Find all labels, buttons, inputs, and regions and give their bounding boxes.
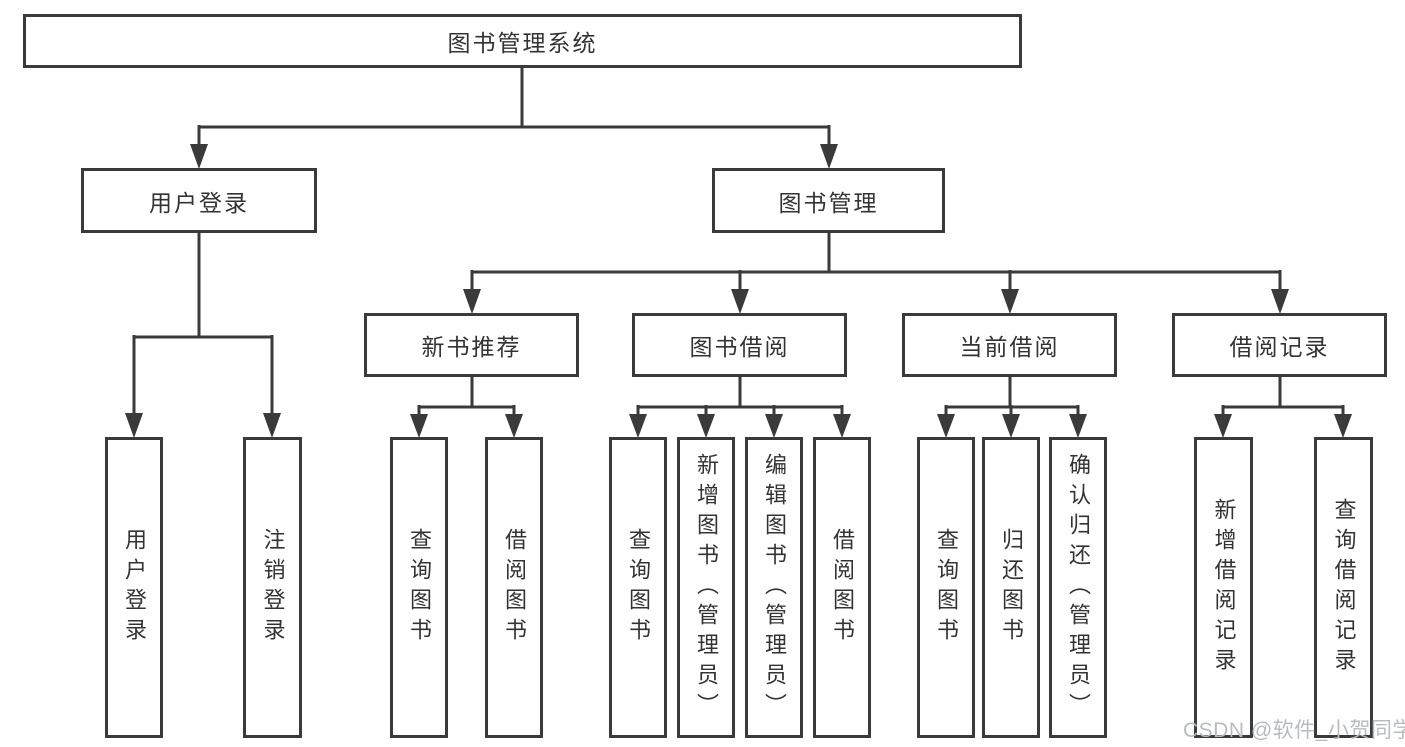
arrowhead-icon (731, 289, 749, 314)
leaf-confirm-return-admin: 确认归还（管理员） (1049, 437, 1107, 738)
leaf-return-book-label: 归还图书 (999, 527, 1024, 648)
node-new-book-recommend-label: 新书推荐 (421, 334, 522, 360)
arrowhead-icon (937, 414, 955, 438)
arrowhead-icon (263, 413, 281, 438)
leaf-edit-book-admin-label: 编辑图书（管理员） (762, 452, 787, 723)
arrowhead-icon (1001, 289, 1019, 314)
edge-new-book (417, 377, 516, 416)
leaf-user-login-label: 用户登录 (122, 527, 147, 648)
leaf-query-borrow-record: 查询借阅记录 (1314, 437, 1373, 738)
node-current-borrow: 当前借阅 (902, 313, 1117, 377)
leaf-borrow-books-2-label: 借阅图书 (830, 527, 855, 648)
edge-book-mgmt (470, 233, 1282, 291)
leaf-confirm-return-admin-label: 确认归还（管理员） (1066, 452, 1091, 723)
node-book-management-label: 图书管理 (778, 189, 879, 216)
leaf-logout: 注销登录 (243, 437, 302, 738)
leaf-user-login: 用户登录 (105, 437, 163, 738)
node-book-management: 图书管理 (712, 168, 945, 233)
arrowhead-icon (190, 144, 208, 169)
arrowhead-icon (629, 414, 647, 438)
leaf-add-book-admin: 新增图书（管理员） (677, 437, 735, 738)
leaf-add-book-admin-label: 新增图书（管理员） (694, 452, 719, 723)
edge-book-borrow (636, 377, 844, 416)
arrowhead-icon (1271, 289, 1289, 314)
leaf-query-books-2-label: 查询图书 (626, 527, 651, 648)
arrowhead-icon (1214, 414, 1232, 438)
node-new-book-recommend: 新书推荐 (364, 313, 579, 377)
node-root-label: 图书管理系统 (447, 30, 598, 56)
leaf-borrow-books-1-label: 借阅图书 (502, 527, 527, 648)
arrowhead-icon (463, 289, 481, 314)
leaf-add-borrow-record: 新增借阅记录 (1194, 437, 1253, 738)
leaf-query-books-1: 查询图书 (390, 437, 448, 738)
node-user-login-label: 用户登录 (149, 189, 249, 216)
arrowhead-icon (697, 414, 715, 438)
edge-current-borrow (944, 377, 1080, 416)
watermark: CSDN @软件_小贺同学 (1183, 719, 1405, 742)
leaf-borrow-books-2: 借阅图书 (813, 437, 871, 738)
leaf-query-books-1-label: 查询图书 (407, 527, 432, 648)
node-user-login: 用户登录 (81, 168, 317, 233)
node-borrow-records-label: 借阅记录 (1229, 334, 1330, 360)
node-borrow-records: 借阅记录 (1172, 313, 1387, 377)
leaf-logout-label: 注销登录 (260, 527, 286, 648)
arrowhead-icon (820, 144, 838, 169)
leaf-return-book: 归还图书 (982, 437, 1040, 738)
leaf-query-books-2: 查询图书 (609, 437, 667, 738)
node-book-borrow-label: 图书借阅 (689, 334, 790, 360)
node-book-borrow: 图书借阅 (632, 313, 847, 377)
arrowhead-icon (765, 414, 783, 438)
leaf-query-books-3-label: 查询图书 (934, 527, 959, 648)
leaf-edit-book-admin: 编辑图书（管理员） (745, 437, 803, 738)
node-root: 图书管理系统 (23, 14, 1022, 68)
leaf-borrow-books-1: 借阅图书 (485, 437, 543, 738)
arrowhead-icon (505, 414, 523, 438)
node-current-borrow-label: 当前借阅 (959, 334, 1060, 360)
edge-root (197, 67, 831, 146)
arrowhead-icon (410, 414, 428, 438)
edge-user-login (132, 233, 274, 415)
leaf-query-books-3: 查询图书 (917, 437, 975, 738)
edge-borrow-records (1221, 377, 1345, 416)
arrowhead-icon (833, 414, 851, 438)
arrowhead-icon (125, 413, 143, 438)
arrowhead-icon (1069, 414, 1087, 438)
arrowhead-icon (1002, 414, 1020, 438)
leaf-query-borrow-record-label: 查询借阅记录 (1331, 497, 1357, 678)
leaf-add-borrow-record-label: 新增借阅记录 (1211, 497, 1237, 678)
arrowhead-icon (1334, 414, 1352, 438)
